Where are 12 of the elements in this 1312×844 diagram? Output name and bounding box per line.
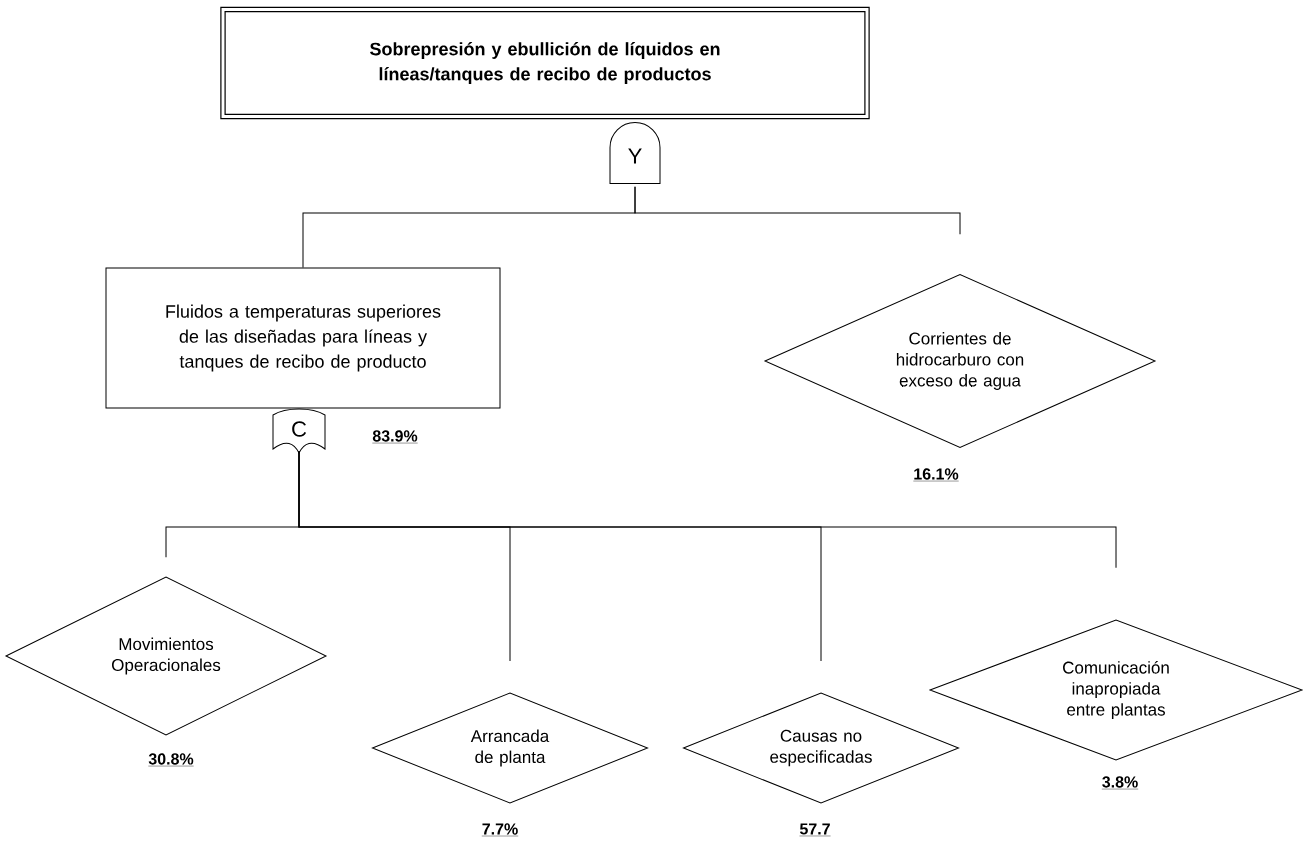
and-gate: Y: [609, 122, 661, 184]
or-gate: C: [272, 408, 326, 454]
percentage-label: 16.1%: [913, 468, 959, 482]
percentage-label: 7.7%: [481, 823, 519, 837]
percentage-label: 57.7: [799, 823, 831, 837]
top-event-box: Sobrepresión y ebullición de líquidos en líneas/tanques de recibo de productos: [220, 6, 870, 120]
percentage-label: 30.8%: [148, 753, 194, 767]
connector-line: [634, 186, 961, 235]
percentage-label: 3.8%: [1101, 776, 1139, 790]
connector-line: [298, 450, 1117, 569]
percentage-label: 83.9%: [372, 430, 418, 444]
event-box: Fluidos a temperaturas superiores de las diseñadas para líneas y tanques de recibo de producto: [105, 267, 501, 409]
